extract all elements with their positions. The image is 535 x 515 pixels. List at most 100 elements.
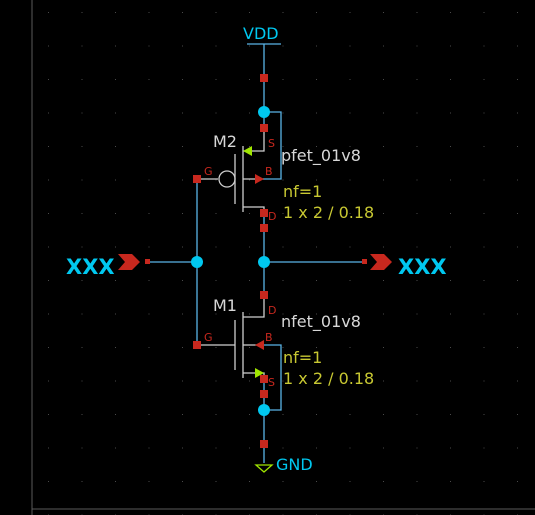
grid-dot [349, 313, 351, 315]
grid-dot [349, 112, 351, 114]
grid-dot [349, 347, 351, 348]
grid-dot [81, 112, 83, 114]
input-port-symbol[interactable] [118, 254, 140, 270]
grid-dot [48, 179, 49, 181]
grid-dot [115, 481, 116, 482]
grid-dot [316, 380, 317, 382]
grid-dot [81, 179, 83, 181]
wire-nmos-body-tie[interactable] [264, 344, 282, 411]
grid-dot [517, 246, 518, 248]
nmos-pin-b: B [265, 331, 273, 344]
grid-dot [483, 112, 485, 114]
grid-dot [517, 146, 518, 147]
grid-dot [249, 313, 250, 315]
grid-dot [349, 213, 351, 214]
grid-dot [316, 414, 317, 415]
grid-dot [215, 246, 217, 248]
grid-dot [383, 179, 384, 181]
grid-dot [182, 313, 183, 315]
pmos-body-arrow [255, 174, 264, 184]
grid-dot [450, 313, 451, 315]
grid-dot [450, 280, 451, 281]
grid-dot [349, 246, 351, 248]
grid-dot [349, 447, 351, 449]
grid-dot [282, 12, 284, 13]
grid-dot [416, 380, 418, 382]
output-port-label[interactable]: XXX [398, 255, 447, 279]
pin-square [260, 74, 268, 82]
grid-dot [182, 280, 183, 281]
grid-dot [450, 347, 451, 348]
grid-dot [249, 246, 250, 248]
grid-dot [148, 447, 150, 449]
grid-dot [115, 246, 116, 248]
grid-dot [349, 45, 351, 47]
pin-square [260, 375, 268, 383]
grid-dot [148, 112, 150, 114]
grid-dot [215, 481, 217, 482]
grid-dot [316, 447, 317, 449]
grid-dot [115, 414, 116, 415]
grid-dot [383, 246, 384, 248]
gnd-symbol[interactable] [254, 464, 274, 473]
grid-dot [282, 481, 284, 482]
grid-dot [148, 12, 150, 13]
grid-dot [249, 380, 250, 382]
grid-dot [48, 246, 49, 248]
grid-dot [517, 79, 518, 80]
junction-dot[interactable] [258, 106, 270, 118]
grid-dot [483, 380, 485, 382]
grid-dot [215, 447, 217, 449]
grid-dot [416, 213, 418, 214]
nmos-body-arrow [255, 340, 264, 350]
pmos-size-param: 1 x 2 / 0.18 [283, 203, 374, 222]
output-port-symbol[interactable] [370, 254, 392, 270]
grid-dot [416, 146, 418, 147]
grid-dot [215, 179, 217, 181]
wire-pmos-body-tie[interactable] [264, 111, 282, 180]
pmos-instance-name: M2 [213, 132, 237, 151]
grid-dot [215, 146, 217, 147]
grid-dot [249, 79, 250, 80]
grid-dot [282, 213, 284, 214]
grid-dot [148, 313, 150, 315]
grid-dot [48, 347, 49, 348]
grid-dot [249, 481, 250, 482]
grid-dot [249, 280, 250, 281]
grid-dots [48, 12, 518, 515]
grid-dot [215, 347, 217, 348]
pmos-pin-s: S [268, 137, 275, 150]
grid-dot [148, 280, 150, 281]
grid-dot [115, 179, 116, 181]
grid-dot [316, 313, 317, 315]
grid-dot [182, 447, 183, 449]
junctions [191, 106, 270, 416]
input-port-label[interactable]: XXX [66, 255, 115, 279]
grid-dot [483, 414, 485, 415]
grid-dot [81, 146, 83, 147]
grid-dot [48, 447, 49, 449]
grid-dot [483, 313, 485, 315]
grid-dot [383, 347, 384, 348]
grid-dot [416, 447, 418, 449]
grid-dot [81, 481, 83, 482]
grid-dot [383, 481, 384, 482]
grid-dot [48, 313, 49, 315]
junction-dot[interactable] [258, 256, 270, 268]
nmos-drain-lead [243, 295, 265, 318]
grid-dot [383, 447, 384, 449]
pmos-pin-g: G [204, 165, 213, 178]
pin-square [260, 124, 268, 132]
nmos-pin-s: S [268, 376, 275, 389]
junction-dot[interactable] [191, 256, 203, 268]
grid-dot [182, 179, 183, 181]
grid-dot [282, 146, 284, 147]
nmos-source-arrow [255, 368, 264, 378]
grid-dot [517, 313, 518, 315]
grid-dot [81, 45, 83, 47]
nmos-model-name: nfet_01v8 [281, 312, 361, 332]
junction-dot[interactable] [258, 404, 270, 416]
grid-dot [483, 347, 485, 348]
grid-dot [148, 213, 150, 214]
